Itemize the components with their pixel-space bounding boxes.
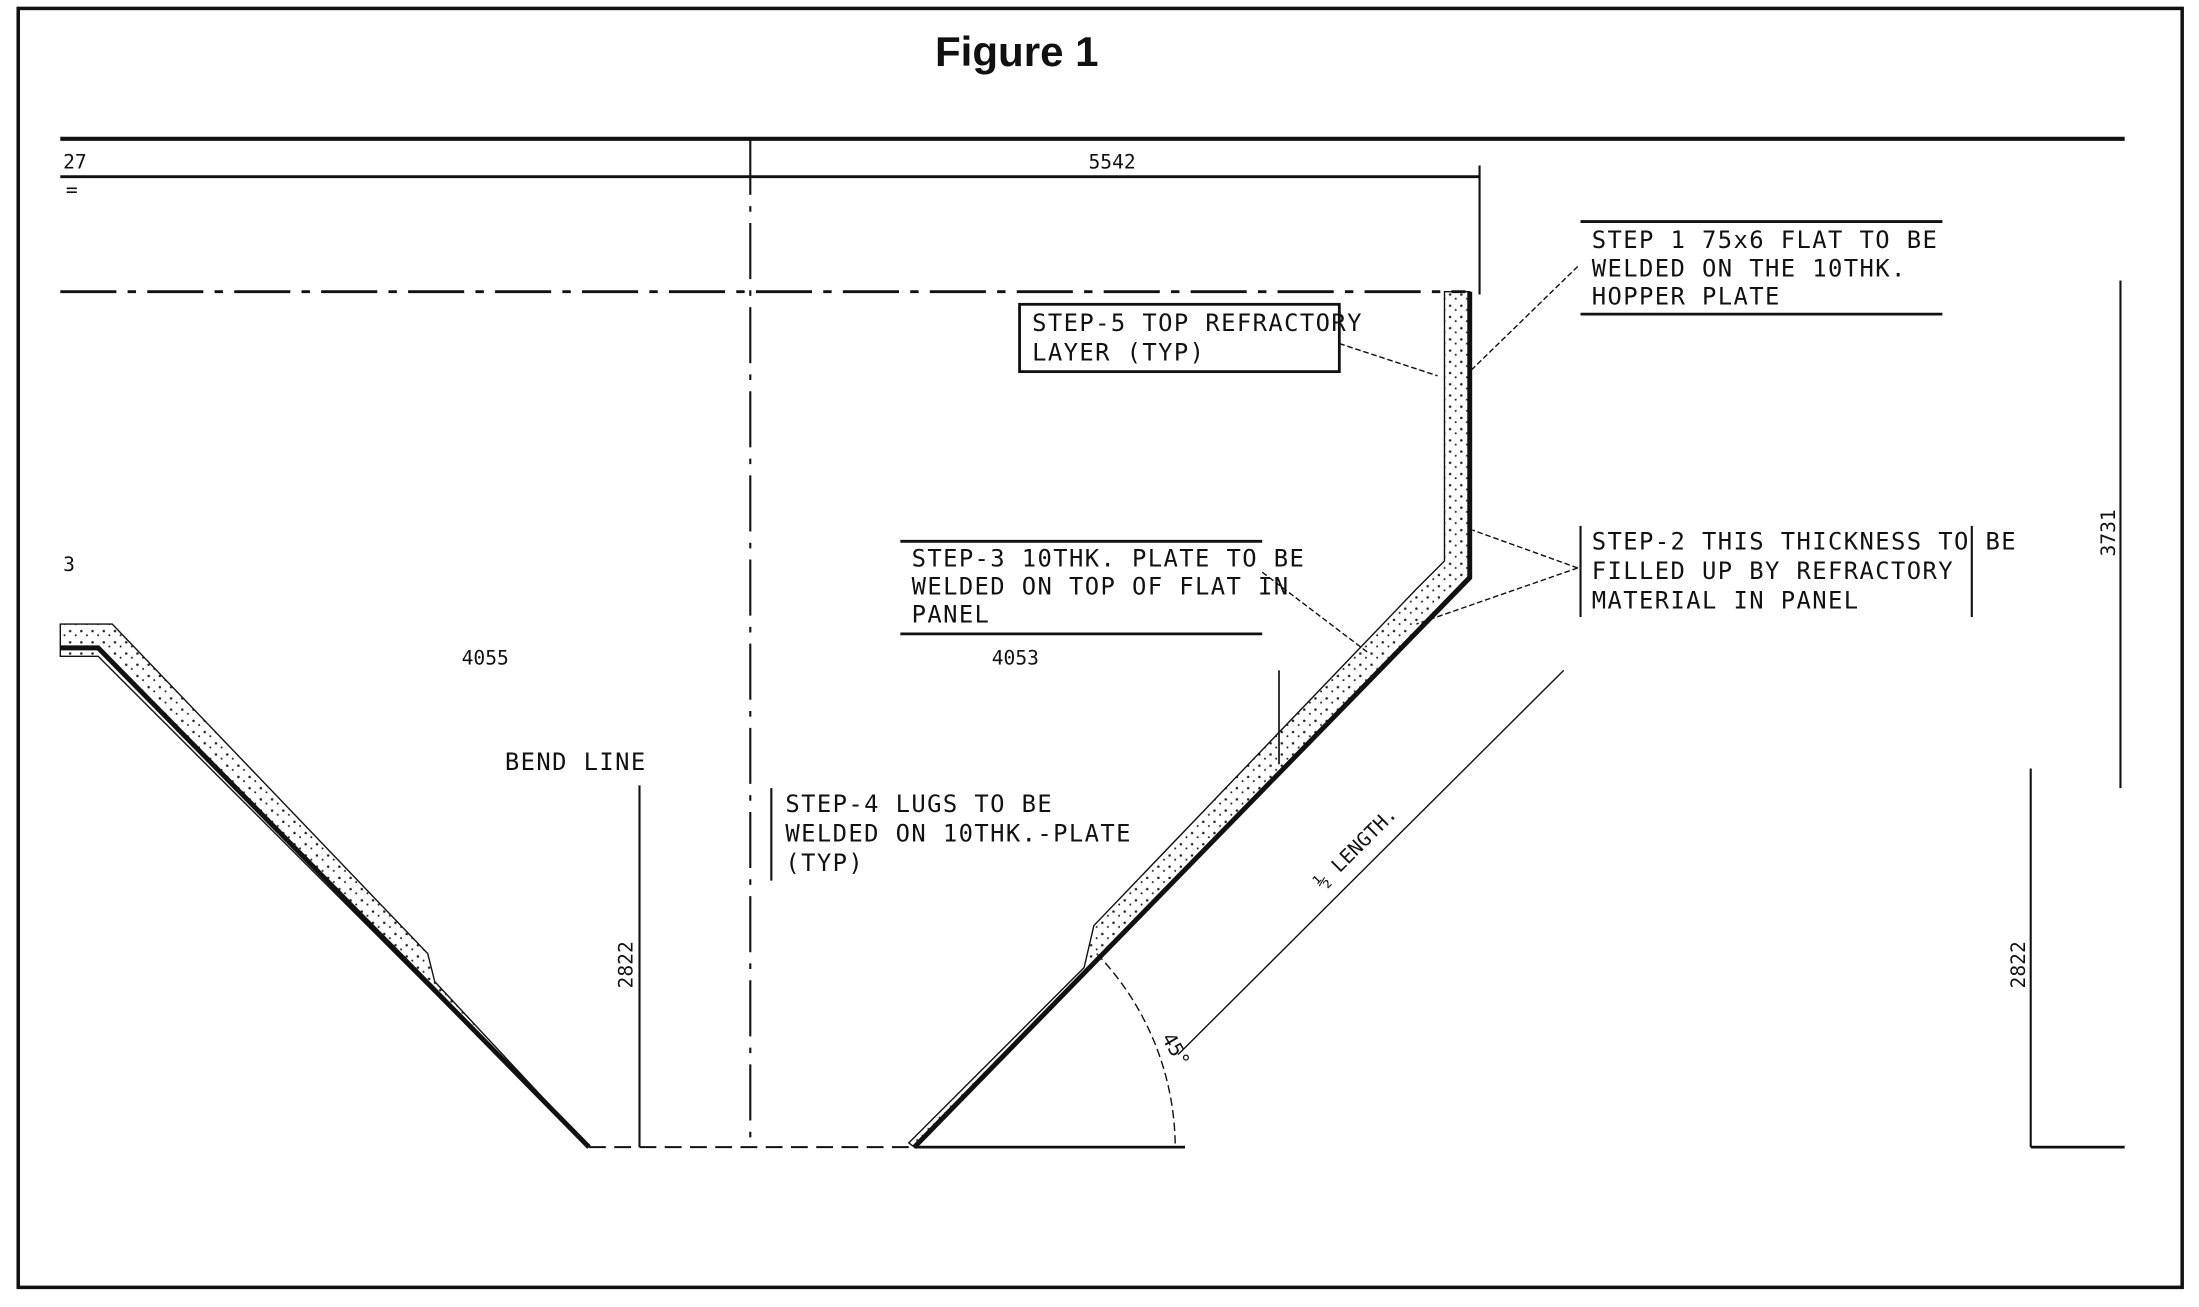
step1-note: STEP 1 75x6 FLAT TO BE WELDED ON THE 10T… bbox=[1580, 220, 1943, 316]
dim-2822-left: 2822 bbox=[614, 941, 637, 988]
svg-text:LAYER (TYP): LAYER (TYP) bbox=[1032, 338, 1205, 366]
svg-text:WELDED ON 10THK.-PLATE: WELDED ON 10THK.-PLATE bbox=[785, 819, 1131, 847]
svg-text:FILLED UP BY REFRACTORY: FILLED UP BY REFRACTORY bbox=[1592, 557, 1954, 585]
step4-note: STEP-4 LUGS TO BE WELDED ON 10THK.-PLATE… bbox=[770, 788, 1131, 881]
svg-text:HOPPER PLATE: HOPPER PLATE bbox=[1592, 282, 1781, 310]
svg-text:MATERIAL IN PANEL: MATERIAL IN PANEL bbox=[1592, 587, 1860, 615]
svg-text:STEP-5 TOP REFRACTORY: STEP-5 TOP REFRACTORY bbox=[1032, 309, 1363, 337]
svg-text:WELDED ON THE 10THK.: WELDED ON THE 10THK. bbox=[1592, 254, 1907, 282]
reference-lines bbox=[60, 136, 2125, 1149]
dim-eq: = bbox=[66, 178, 78, 201]
svg-text:(TYP): (TYP) bbox=[785, 849, 864, 877]
figure-title: Figure 1 bbox=[935, 28, 1099, 75]
leaders bbox=[1261, 265, 1579, 653]
svg-text:STEP-2 THIS THICKNESS TO BE: STEP-2 THIS THICKNESS TO BE bbox=[1592, 528, 2017, 556]
step2-note: STEP-2 THIS THICKNESS TO BE FILLED UP BY… bbox=[1579, 525, 2017, 618]
dim-3731: 3731 bbox=[2097, 509, 2120, 556]
step3-note: STEP-3 10THK. PLATE TO BE WELDED ON TOP … bbox=[900, 539, 1306, 636]
svg-text:STEP-3 10THK. PLATE TO BE: STEP-3 10THK. PLATE TO BE bbox=[912, 545, 1306, 573]
svg-text:STEP-4 LUGS TO BE: STEP-4 LUGS TO BE bbox=[785, 790, 1053, 818]
right-hopper-wall bbox=[907, 290, 1473, 1149]
dim-4055: 4055 bbox=[462, 647, 509, 670]
svg-text:PANEL: PANEL bbox=[912, 601, 991, 629]
dim-27: 27 bbox=[63, 150, 87, 173]
dim-3: 3 bbox=[63, 553, 75, 576]
left-hopper-wall bbox=[59, 623, 591, 1149]
bend-line-label: BEND LINE bbox=[505, 748, 647, 776]
dim-length: ½ LENGTH. bbox=[1310, 802, 1401, 893]
svg-text:STEP 1 75x6 FLAT TO BE: STEP 1 75x6 FLAT TO BE bbox=[1592, 226, 1938, 254]
dim-4053: 4053 bbox=[992, 647, 1039, 670]
step5-note: STEP-5 TOP REFRACTORY LAYER (TYP) bbox=[1018, 302, 1363, 374]
dim-2822-right: 2822 bbox=[2007, 941, 2030, 988]
svg-text:WELDED ON TOP OF FLAT IN: WELDED ON TOP OF FLAT IN bbox=[912, 573, 1290, 601]
dim-5542: 5542 bbox=[1088, 150, 1135, 173]
figure-frame bbox=[16, 6, 2184, 1290]
